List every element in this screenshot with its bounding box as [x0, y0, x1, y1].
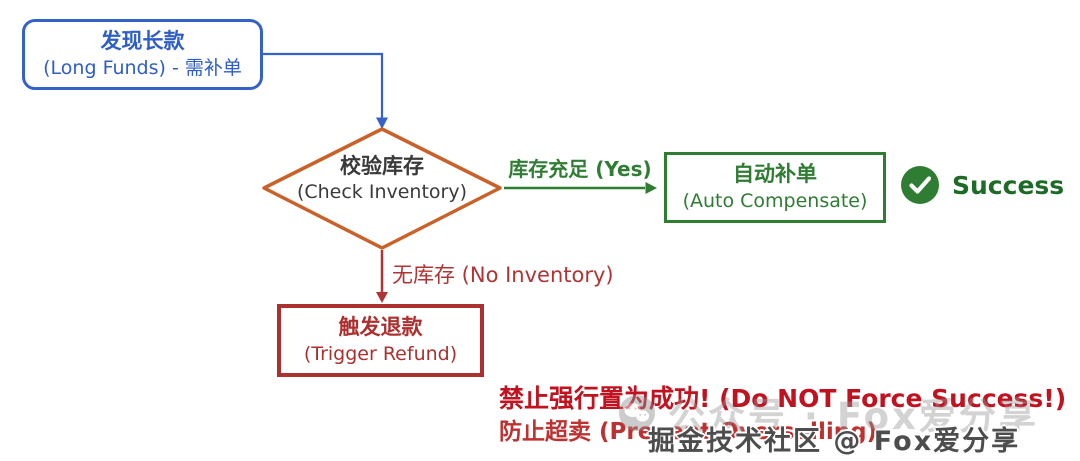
wechat-watermark: 公众号 · Fox爱分享 [618, 386, 1039, 440]
connector-start-to-decision [263, 52, 384, 119]
arrowhead-decision-to-compensate [645, 182, 657, 194]
node-auto-compensate-subtitle: (Auto Compensate) [682, 189, 868, 212]
success-badge: Success [900, 165, 1064, 205]
warning-no-force-success: 禁止强行置为成功! (Do NOT Force Success!) [499, 384, 1067, 413]
node-long-funds-subtitle: (Long Funds) - 需补单 [43, 56, 242, 79]
wechat-icon [619, 395, 655, 431]
node-trigger-refund-subtitle: (Trigger Refund) [303, 342, 458, 365]
edge-label-yes: 库存充足 (Yes) [508, 157, 652, 181]
node-auto-compensate: 自动补单 (Auto Compensate) [664, 152, 886, 223]
node-long-funds-title: 发现长款 [100, 29, 185, 54]
decision-diamond-shape [262, 127, 502, 250]
node-long-funds: 发现长款 (Long Funds) - 需补单 [22, 19, 263, 90]
node-trigger-refund-title: 触发退款 [338, 315, 423, 340]
node-check-inventory: 校验库存 (Check Inventory) [272, 153, 492, 205]
node-check-inventory-title: 校验库存 [340, 154, 424, 178]
check-circle-icon [901, 166, 939, 204]
arrowhead-start-to-decision [376, 117, 388, 129]
arrowhead-decision-to-refund [376, 292, 388, 303]
success-label: Success [952, 170, 1065, 200]
node-check-inventory-subtitle: (Check Inventory) [296, 181, 468, 204]
node-auto-compensate-title: 自动补单 [733, 162, 817, 187]
warning-prevent-overselling: 防止超卖 (Prevent Overselling) [499, 419, 878, 445]
community-watermark: 掘金技术社区 @ Fox爱分享 [648, 426, 1021, 457]
wechat-watermark-text: 公众号 · Fox爱分享 [668, 395, 1039, 438]
edge-label-no-inventory: 无库存 (No Inventory) [392, 263, 614, 287]
node-trigger-refund: 触发退款 (Trigger Refund) [277, 304, 484, 377]
